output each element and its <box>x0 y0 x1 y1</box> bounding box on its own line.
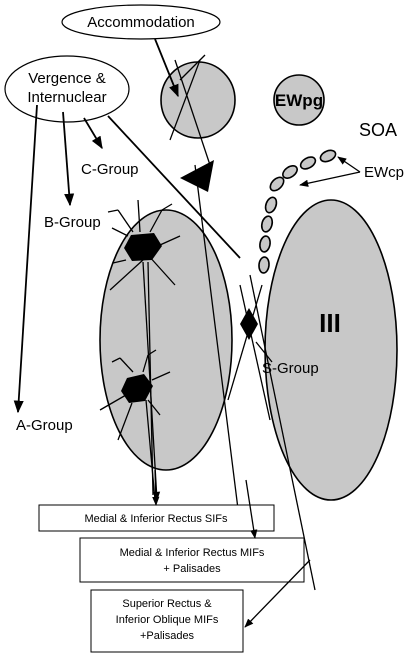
so-box-text-3: +Palisades <box>140 630 195 642</box>
iii-label: III <box>319 308 341 338</box>
a-group-neuron <box>99 349 171 441</box>
arrow-into-so-box <box>244 559 311 628</box>
so-box <box>90 589 244 653</box>
b-group-neuron <box>107 199 181 291</box>
fiber-to-mif-box <box>194 164 241 526</box>
accommodation-arrow <box>154 38 179 98</box>
mif-box-text-2: + Palisades <box>163 563 221 575</box>
medial-rectus-nucleus <box>99 209 233 471</box>
so-box-text-1: Superior Rectus & <box>122 598 212 610</box>
s-group-pointer <box>255 341 273 363</box>
arrow-into-mif-box <box>245 479 258 539</box>
ewpg-label: EWpg <box>275 91 323 110</box>
a-group-axon <box>145 399 156 501</box>
ewcp-arrow-2 <box>299 171 361 187</box>
s-group-fiber-1 <box>239 284 271 421</box>
accommodation-fiber-1 <box>174 59 211 166</box>
mif-box-text-1: Medial & Inferior Rectus MIFs <box>120 547 265 559</box>
sif-box-text: Medial & Inferior Rectus SIFs <box>84 513 228 525</box>
accommodation-oval <box>61 4 221 40</box>
accommodation-fiber-2 <box>179 54 206 81</box>
ewcp-label: EWcp <box>364 164 404 181</box>
arrow-to-a-group <box>13 104 38 414</box>
arrow-into-sif-box <box>152 469 160 506</box>
arrow-to-c-group <box>83 117 103 150</box>
soa-label: SOA <box>359 120 397 140</box>
accommodation-nucleus <box>160 61 236 139</box>
vergence-label-line2: Internuclear <box>27 89 106 106</box>
b-group-label: B-Group <box>44 214 101 231</box>
ewcp-cell-group <box>258 149 337 274</box>
so-box-text-2: Inferior Oblique MIFs <box>116 614 219 626</box>
vergence-oval <box>4 55 130 123</box>
arrow-to-b-group <box>62 111 75 207</box>
s-group-neuron <box>240 308 258 340</box>
mif-box <box>79 537 305 583</box>
vergence-label-line1: Vergence & <box>28 70 106 87</box>
c-group-neuron <box>180 160 214 192</box>
ewcp-arrow-1 <box>337 156 361 173</box>
s-group-label: S-Group <box>262 360 319 377</box>
ewpg-nucleus <box>273 74 325 126</box>
accommodation-label: Accommodation <box>87 14 195 31</box>
accommodation-fiber-3 <box>169 59 201 141</box>
c-group-label: C-Group <box>81 161 139 178</box>
a-group-label: A-Group <box>16 417 73 434</box>
s-group-fiber-2 <box>227 284 263 401</box>
b-group-axon-2 <box>147 261 154 496</box>
oculomotor-nucleus-iii <box>264 199 398 501</box>
vergence-long-fiber <box>107 115 241 259</box>
